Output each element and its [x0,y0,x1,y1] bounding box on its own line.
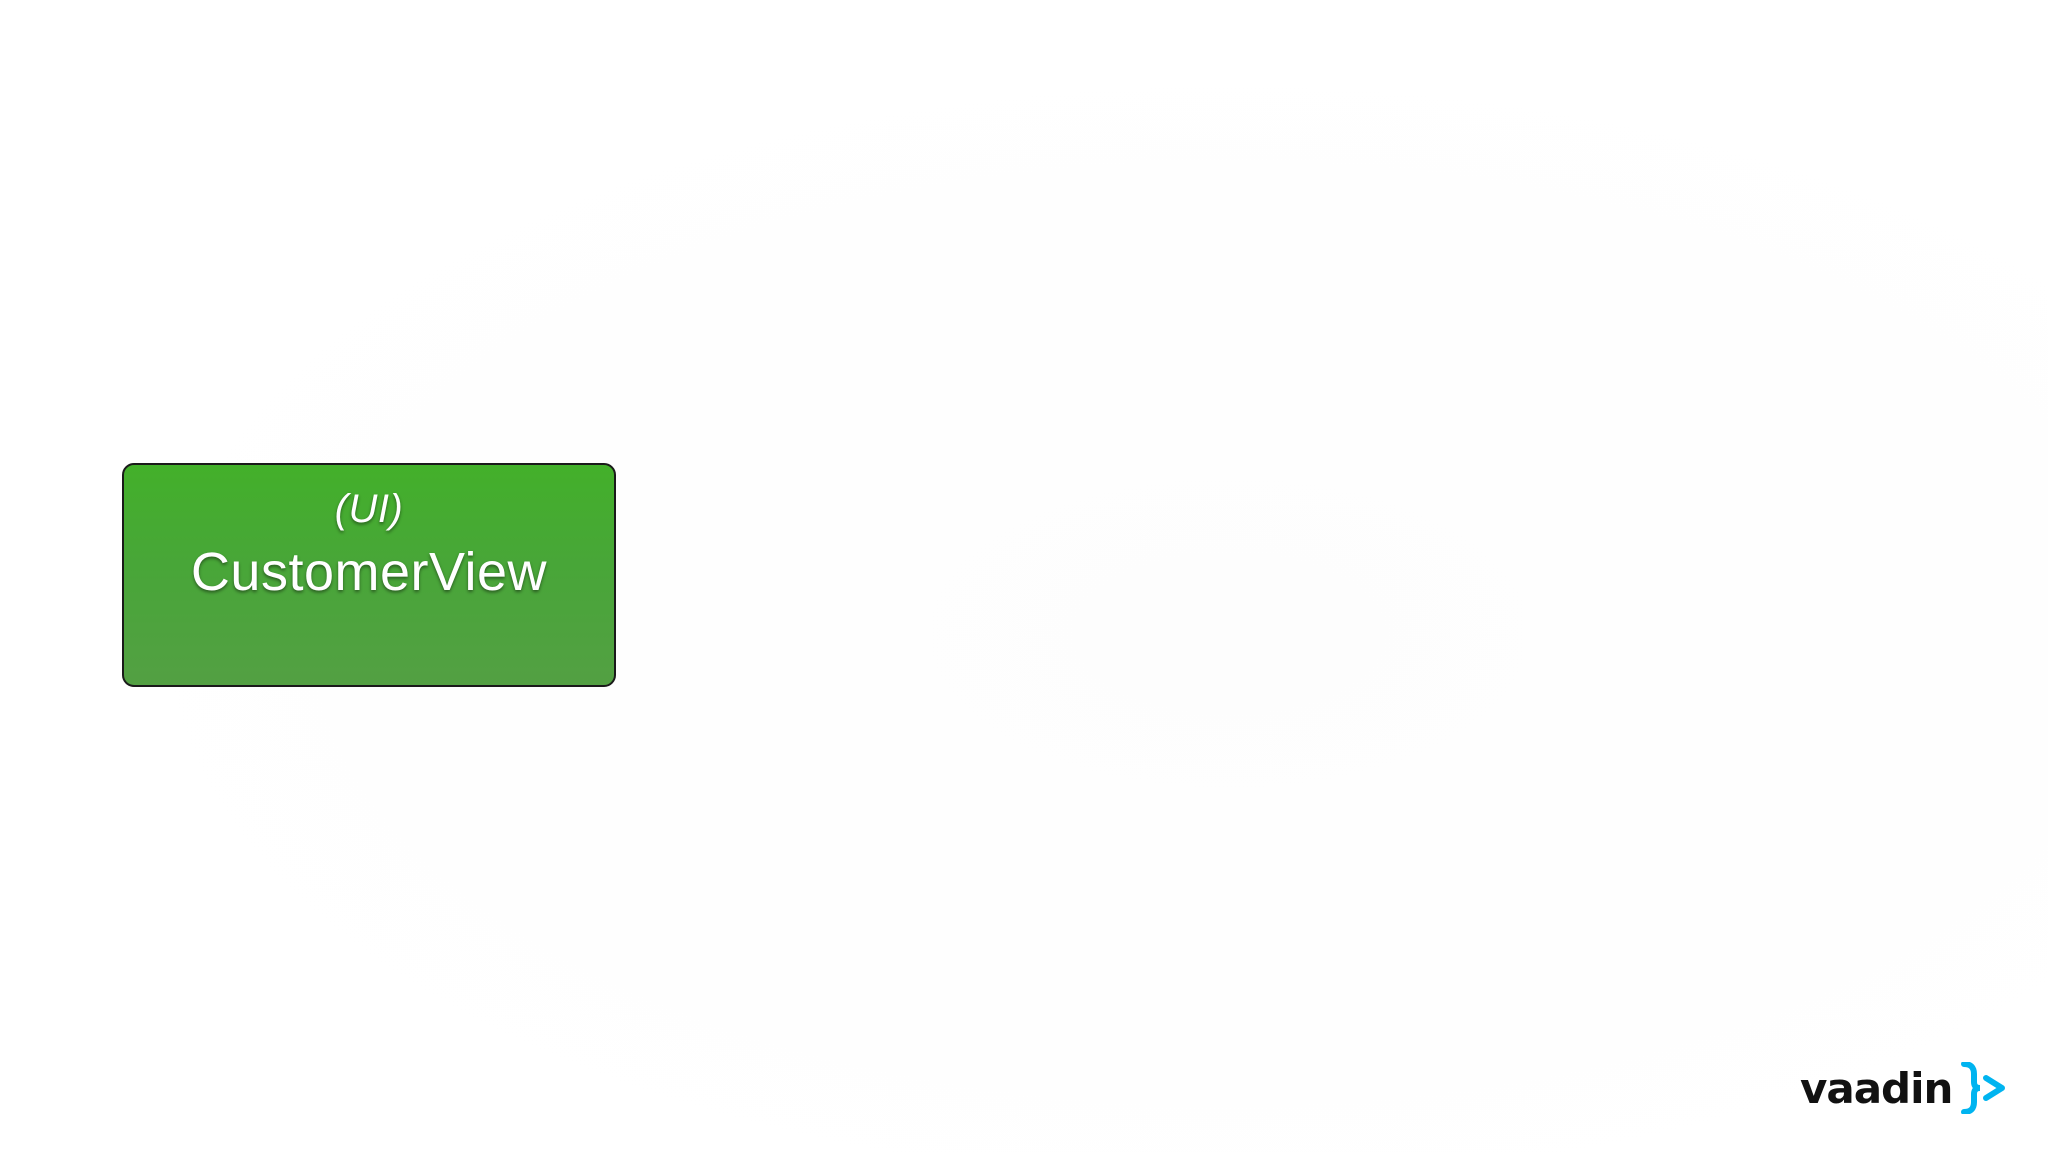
box-title: CustomerView [190,542,548,602]
customer-view-box: (UI) CustomerView [122,463,616,687]
logo-wordmark: vaadin [1800,1063,1953,1113]
box-tag: (UI) [334,487,404,531]
vaadin-logo: vaadin [1800,1060,2008,1116]
vaadin-bracket-arrow-icon [1961,1062,2006,1114]
